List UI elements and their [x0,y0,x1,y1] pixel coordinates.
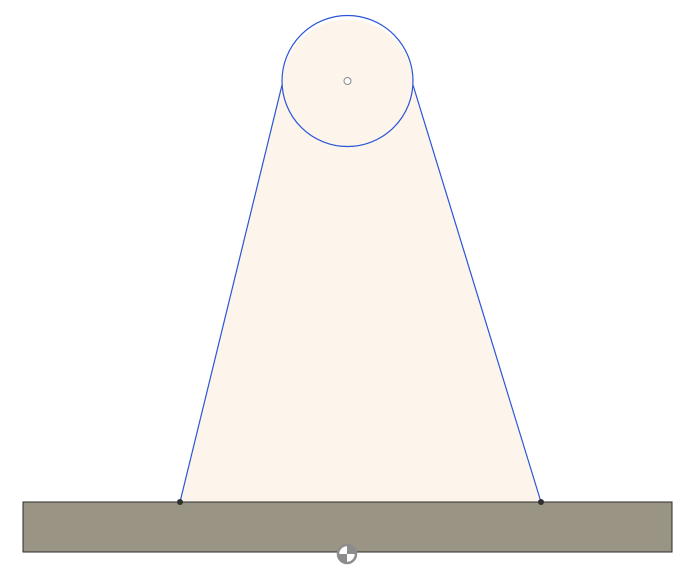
right-tangent-line[interactable] [412,84,542,503]
sketch-circle[interactable] [281,14,414,148]
sketch-profile-region[interactable] [180,19,541,503]
sketch-endpoint-left[interactable] [177,499,183,505]
sketch-endpoint-right[interactable] [538,499,544,505]
left-tangent-line[interactable] [179,84,283,503]
circle-center-point-icon[interactable] [343,77,352,85]
origin-marker-icon[interactable] [336,543,358,565]
base-plate[interactable] [22,501,673,553]
